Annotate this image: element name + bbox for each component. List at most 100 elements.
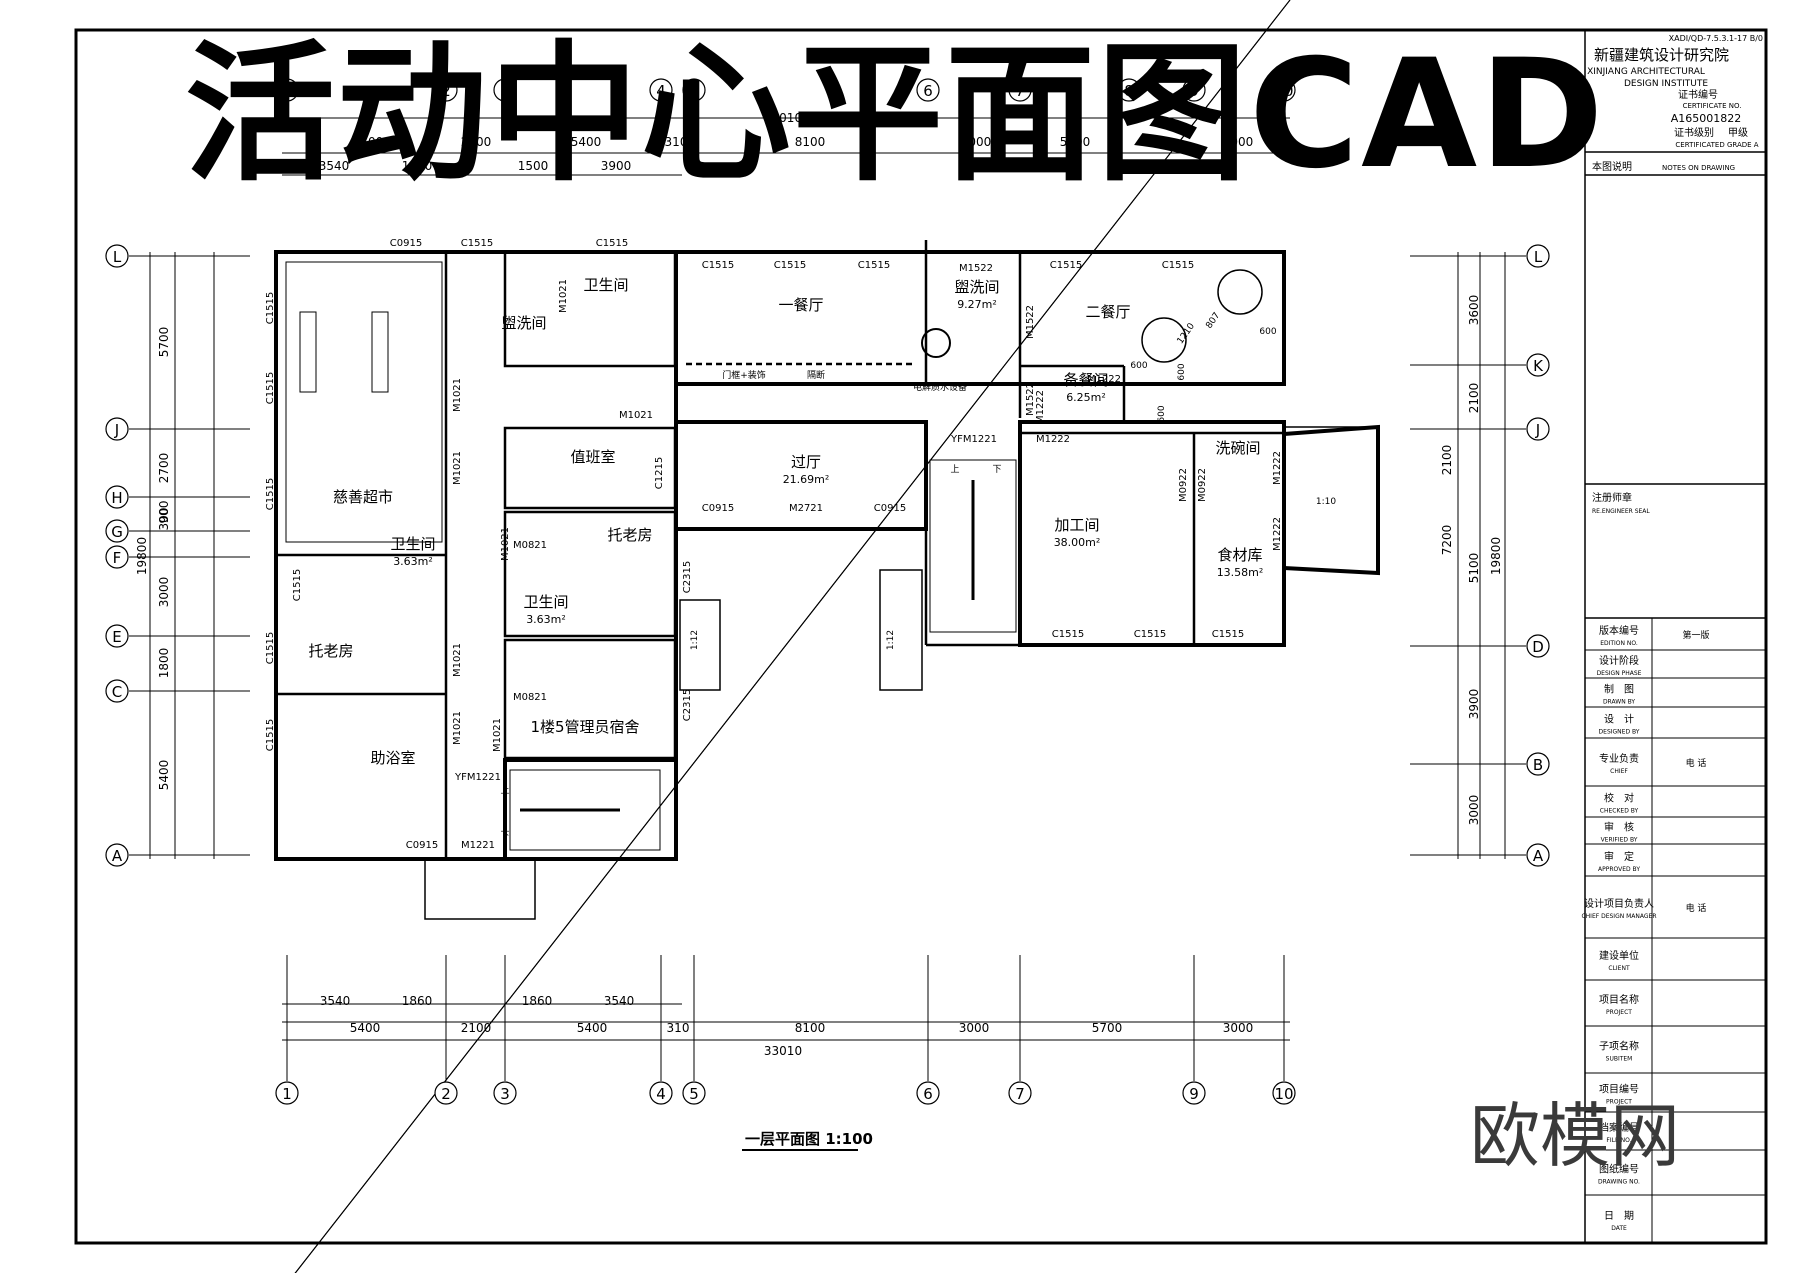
door-label: M0821	[513, 540, 547, 551]
room-area: 3.63m²	[526, 613, 566, 626]
door-label: M1021	[452, 711, 463, 745]
room-name: 食材库	[1217, 546, 1262, 564]
title-block-texts: XADI/QD-7.5.3.1-17 B/0新疆建筑设计研究院XINJIANG …	[1581, 34, 1763, 1232]
tb-row-label: 建设单位	[1599, 949, 1639, 962]
tb-row-en: EDITION NO.	[1600, 640, 1638, 647]
room-area: 13.58m²	[1217, 566, 1264, 579]
dim-top-row1: 5700	[1060, 135, 1091, 149]
room-labels: 慈善超市托老房助浴室值班室托老房卫生间卫生间3.63m²卫生间3.63m²盥洗间…	[308, 276, 1263, 767]
drawing-note: 下	[500, 831, 509, 841]
door-label: M1021	[558, 279, 569, 313]
grid-bubble-label: H	[111, 489, 122, 507]
grid-bubble-label: G	[111, 523, 123, 541]
door-label: C1215	[654, 457, 665, 489]
tb-row-en: CLIENT	[1608, 965, 1630, 972]
grid-bubble-label: K	[1533, 357, 1544, 375]
room-name: 一餐厅	[778, 296, 823, 314]
grid-bubble-top: 3	[493, 78, 517, 102]
room-name: 卫生间	[523, 593, 568, 611]
grid-bubble-bottom: 9	[1182, 955, 1206, 1105]
grid-bubble-label: 9	[1189, 82, 1199, 100]
door-label: M1522	[959, 263, 993, 274]
grid-bubble-label: C	[112, 683, 122, 701]
grid-bubble-label: 5	[689, 1085, 699, 1103]
grid-bubble-label: 8	[1124, 82, 1134, 100]
drawing-caption: 一层平面图 1:100	[745, 1130, 873, 1148]
door-label: M1522	[1025, 382, 1036, 416]
round-table-1	[1141, 317, 1187, 363]
dim-bottom-row2: 2100	[461, 1021, 492, 1035]
door-label: YFM1221	[950, 434, 997, 445]
door-label: C1515	[702, 260, 734, 271]
tb-notes-label: 本图说明	[1592, 160, 1632, 173]
tb-row-label: 日 期	[1604, 1210, 1634, 1222]
room-toilet-1: 卫生间	[583, 276, 628, 294]
dim-top-row1: 310	[665, 135, 688, 149]
tb-row-en: PROJECT	[1606, 1099, 1632, 1106]
door-label: M1222	[1036, 434, 1070, 445]
grid-bubble-left: F	[105, 545, 250, 569]
dim-top-row2: 1500	[518, 159, 549, 173]
grid-bubble-right: J	[1410, 417, 1550, 441]
stair-1	[929, 459, 1017, 633]
room-toilet-2: 卫生间 3.63m²	[523, 593, 568, 626]
dim-right: 2100	[1467, 383, 1481, 414]
door-label: YFM1221	[454, 772, 501, 783]
drawing-note: 1:12	[690, 630, 700, 650]
dim-top-row1: 3000	[961, 135, 992, 149]
room-name: 托老房	[607, 526, 652, 544]
tb-row-label: 子项名称	[1599, 1040, 1639, 1053]
interior-walls	[276, 240, 1284, 859]
tb-cert-no: A165001822	[1671, 112, 1742, 125]
tb-row-en: FILE NO.	[1606, 1137, 1631, 1144]
grid-bubble-bottom: 6	[916, 955, 940, 1105]
tb-row: 档案编号 FILE NO.	[1599, 1121, 1639, 1144]
door-label: M1021	[619, 410, 653, 421]
room-area: 3.63m²	[393, 555, 433, 568]
door-label: C1515	[774, 260, 806, 271]
dim-top-row1: 8100	[795, 135, 826, 149]
dim-left: 1800	[157, 648, 171, 679]
door-label: M1221	[461, 840, 495, 851]
tb-row-en: VERIFIED BY	[1601, 837, 1638, 844]
drawing-note: 600	[1130, 361, 1147, 371]
door-label: C1515	[265, 719, 276, 751]
tb-notes-en: NOTES ON DRAWING	[1662, 164, 1735, 172]
drawing-note: 600	[1259, 327, 1276, 337]
dim-top-row1: 5400	[353, 135, 384, 149]
room-care-room-2: 托老房	[607, 526, 652, 544]
room-dishwash: 洗碗间	[1215, 439, 1260, 457]
door-label: C0915	[874, 503, 906, 514]
room-name: 值班室	[570, 448, 615, 466]
door-label: C1515	[265, 632, 276, 664]
entrance-step	[424, 858, 536, 920]
dimension-lines	[149, 0, 1506, 1273]
room-name: 备餐间	[1063, 371, 1108, 389]
tb-seal-en: RE.ENGINEER SEAL	[1592, 508, 1650, 515]
grid-bubble-left: C	[105, 679, 250, 703]
grid-bubble-bottom: 10	[1272, 955, 1296, 1105]
shelf-frame	[285, 261, 443, 543]
room-bath-room: 助浴室	[370, 749, 415, 767]
dim-bottom-row2: 8100	[795, 1021, 826, 1035]
tb-row-en: CHIEF DESIGN MANAGER	[1581, 913, 1656, 920]
door-label: C1515	[1162, 260, 1194, 271]
tb-row-en: DESIGN PHASE	[1597, 670, 1642, 677]
drawing-note: 1:10	[1316, 497, 1336, 507]
room-name: 助浴室	[370, 749, 415, 767]
grid-bubble-right: L	[1410, 244, 1550, 268]
grid-bubble-label: L	[113, 248, 122, 266]
grid-bubble-label: B	[1533, 756, 1543, 774]
tb-cert-label-en: CERTIFICATE NO.	[1683, 102, 1742, 110]
door-label: C1515	[1052, 629, 1084, 640]
tb-row-label: 档案编号	[1599, 1121, 1639, 1134]
grid-bubble-top: 8	[1117, 78, 1141, 102]
ramp-3	[1283, 426, 1379, 574]
